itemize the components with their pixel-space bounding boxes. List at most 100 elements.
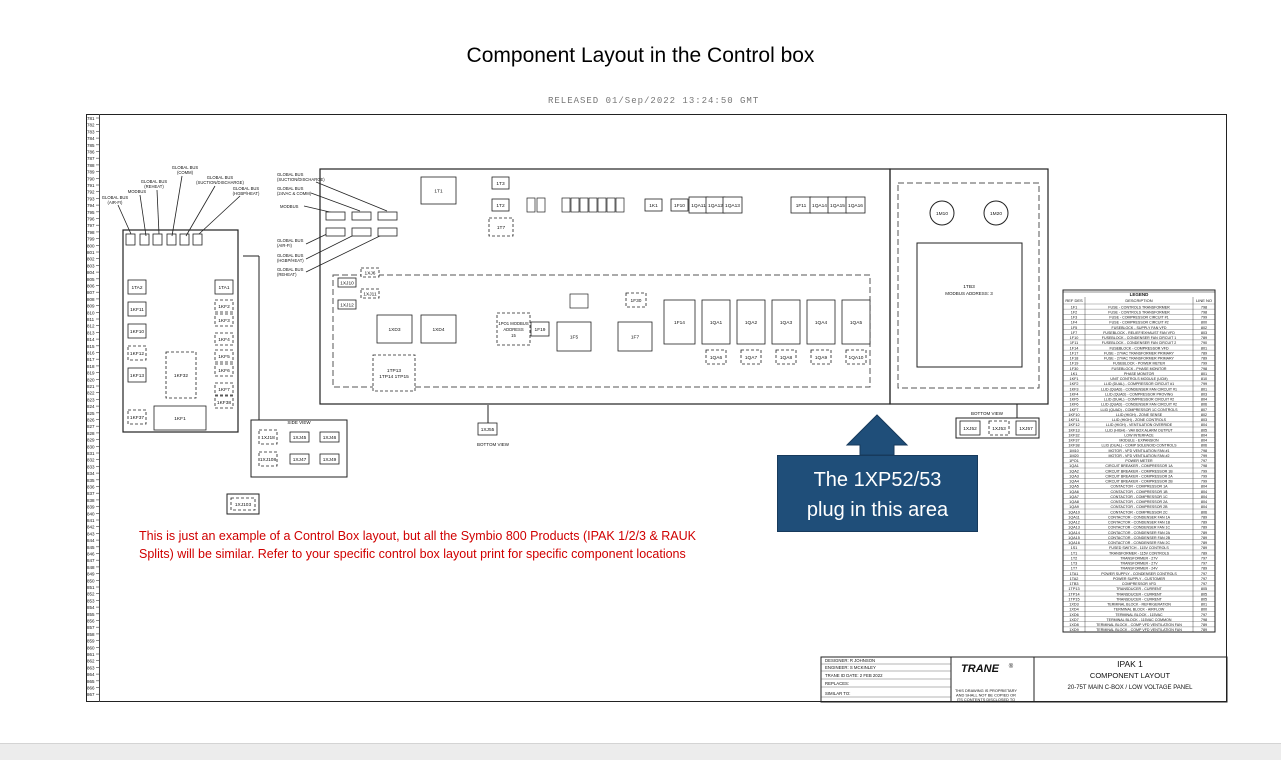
component-label: 1KF38 — [217, 400, 231, 406]
component-box — [214, 299, 234, 313]
component-label: 1KF4 — [218, 337, 230, 343]
legend-ref: 1T7 — [1071, 567, 1078, 571]
component-box — [214, 313, 234, 327]
legend-desc: CONTACTOR - CONDENSER FAN 1C — [1108, 526, 1171, 530]
legend-line: 798 — [1201, 464, 1207, 468]
component-box — [127, 345, 147, 361]
component-box — [319, 453, 340, 465]
component-label: 1F19 — [535, 327, 546, 333]
legend-line: 799 — [1201, 382, 1207, 386]
component-label: 1QA8 — [780, 355, 793, 361]
ruler-number: 847 — [87, 558, 95, 563]
proprietary-notice: AND SHALL NOT BE COPIED OR — [956, 693, 1016, 698]
component-label: 1XJ18 — [261, 435, 275, 441]
legend-desc: MODULE - EXPANSION — [1119, 439, 1159, 443]
ruler-number: 846 — [87, 552, 95, 557]
legend-desc: TRANSDUCER - CURRENT — [1116, 592, 1163, 596]
ruler-number: 857 — [87, 625, 95, 630]
legend-ref: 1KF3 — [1069, 387, 1078, 391]
legend-desc: POWER SUPPLY - CUSTOMER — [1113, 577, 1166, 581]
legend-line: 789 — [1201, 336, 1207, 340]
legend-line: 798 — [1201, 449, 1207, 453]
legend-ref: 1T2 — [1071, 556, 1078, 560]
component-box — [625, 292, 647, 308]
component-box — [556, 321, 592, 352]
ruler-number: 862 — [87, 659, 95, 664]
legend-line: 789 — [1201, 521, 1207, 525]
legend-ref: 1XD4 — [1069, 608, 1079, 612]
legend-desc: PHASE MONITOR — [1124, 372, 1154, 376]
legend-desc: TRANSFORMER - 27V — [1120, 556, 1158, 560]
component-label: 1TP13 — [387, 368, 401, 374]
legend-desc: LLID (HIGH) - VAV BOX ALARM OUTPUT — [1105, 428, 1173, 432]
m20-outline — [983, 200, 1009, 226]
legend-desc: LLID (HIGH) - ZONE SENSE — [1116, 413, 1163, 417]
legend-header: DESCRIPTION — [1125, 298, 1152, 303]
ruler-number: 855 — [87, 612, 95, 617]
legend-ref: 1F17 — [1070, 351, 1079, 355]
component-box — [214, 363, 234, 377]
bottom-right-box — [955, 417, 1040, 439]
legend-header: REF DES — [1065, 298, 1083, 303]
bus-label: GLOBAL BUS — [277, 267, 304, 272]
legend-ref: 1F18 — [1070, 357, 1079, 361]
legend-line: 804 — [1201, 495, 1207, 499]
legend-desc: FUSE - 27VAC TRANSFORMER PRIMARY — [1104, 351, 1174, 355]
legend-line: 799 — [1201, 480, 1207, 484]
ruler-number: 856 — [87, 619, 95, 624]
legend-desc: COMPRESSOR VFD — [1122, 582, 1157, 586]
component-label: 1XJ49 — [323, 457, 337, 463]
legend-desc: CONTACTOR - COMPRESSOR 2B — [1111, 505, 1169, 509]
ruler-number: 817 — [87, 357, 95, 362]
component-box — [337, 299, 357, 310]
ruler-number: 781 — [87, 116, 95, 121]
component-box — [289, 453, 310, 465]
ruler-number: 835 — [87, 478, 95, 483]
legend-desc: CONTACTOR - COMPRESSOR 1C — [1110, 495, 1168, 499]
ruler-number: 854 — [87, 605, 95, 610]
bus-connector — [139, 233, 150, 246]
component-box — [845, 196, 866, 214]
right-dashed-region — [897, 182, 1040, 389]
component-label: 1QA3 — [780, 320, 793, 326]
viewer-status-bar — [0, 743, 1281, 760]
ruler-number: 852 — [87, 592, 95, 597]
bus-label-sub: (REHEAT) — [277, 272, 297, 277]
legend-line: 789 — [1201, 546, 1207, 550]
legend-ref: 1XD6 — [1069, 613, 1079, 617]
ruler-number: 804 — [87, 270, 95, 275]
legend-line: 790 — [1201, 341, 1207, 345]
title-block-field: SIMILAR TO: — [825, 691, 850, 696]
legend-ref: 1QA6 — [1069, 490, 1079, 494]
ruler-ticks: 7817827837847857867877887897907917927937… — [87, 116, 100, 697]
title-block-frame — [820, 656, 1228, 703]
ruler-number: 861 — [87, 652, 95, 657]
component-label: 1QA13 — [725, 203, 740, 209]
right-control-box — [889, 168, 1049, 405]
legend-line: 803 — [1201, 392, 1207, 396]
component-box — [360, 288, 380, 299]
component-box — [670, 198, 689, 212]
component-label: 1F5 — [570, 335, 579, 341]
legend-line: 804 — [1201, 398, 1207, 402]
legend-line: 810 — [1201, 377, 1207, 381]
component-label: 15 — [511, 333, 516, 338]
ruler-number: 867 — [87, 692, 95, 697]
component-label: 1QA9 — [815, 355, 828, 361]
legend-desc: FUSE - CONTROLS TRANSFORMER — [1108, 305, 1170, 309]
ruler-number: 815 — [87, 344, 95, 349]
legend-desc: TRANSFORMER - 115V CONTROLS — [1109, 551, 1170, 555]
ruler-number: 859 — [87, 639, 95, 644]
side-view-title: SIDE VIEW — [287, 420, 311, 425]
legend-desc: CIRCUIT BREAKER - COMPRESSOR 1A — [1105, 464, 1173, 468]
relay-block — [526, 197, 536, 213]
component-box — [488, 217, 514, 237]
ruler-number: 834 — [87, 471, 95, 476]
legend-desc: LLID (QUAD) - CONDENSER FAN CIRCUIT #2 — [1101, 403, 1177, 407]
bus-label-sub: (COMM) — [177, 170, 194, 175]
ruler-number: 820 — [87, 377, 95, 382]
bus-label: GLOBAL BUS — [141, 179, 168, 184]
bus-label-sub: (AIR-FI) — [108, 200, 123, 205]
component-box — [1015, 420, 1037, 436]
component-label: 1XJ11 — [363, 292, 377, 298]
